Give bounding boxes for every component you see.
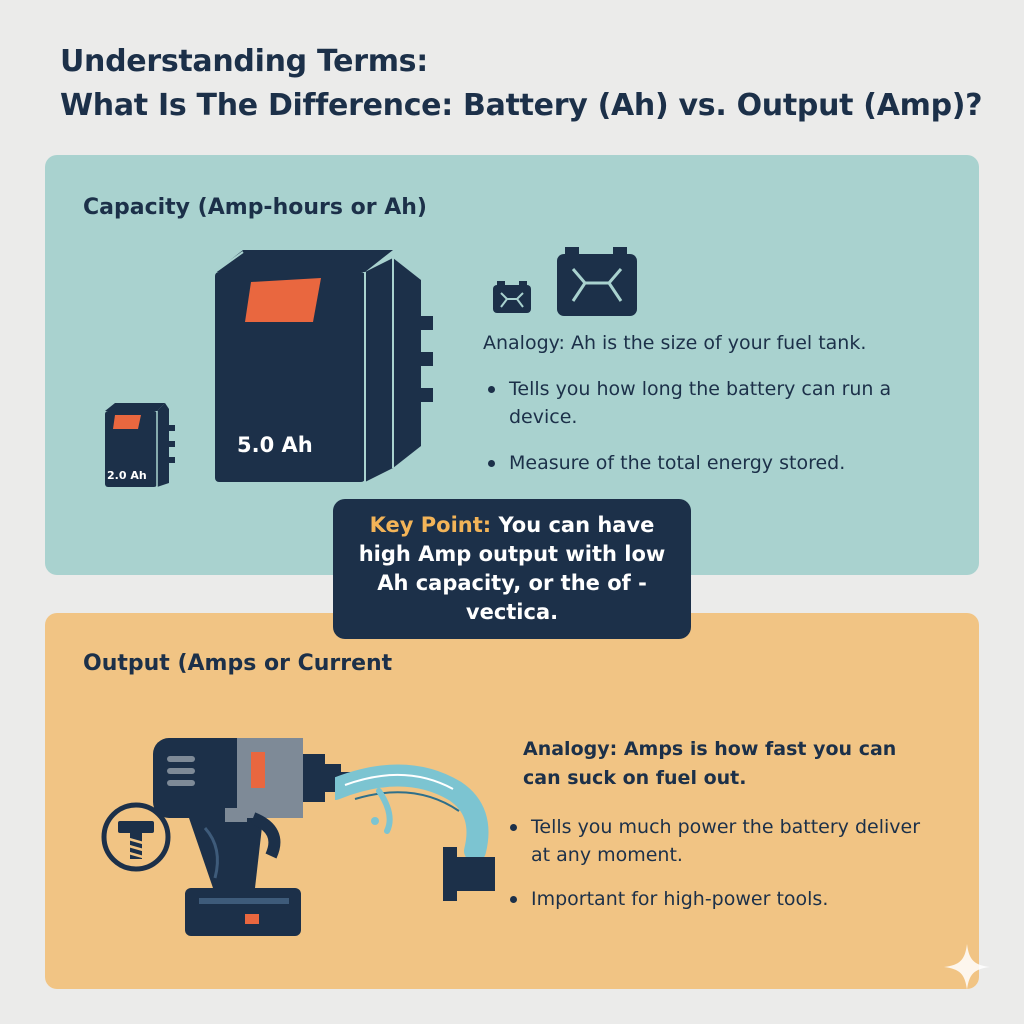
capacity-heading: Capacity (Amp-hours or Ah) — [83, 195, 427, 220]
output-heading: Output (Amps or Current — [83, 651, 393, 676]
key-point-text: You can have high Amp output with low Ah… — [358, 513, 666, 624]
sparkle-icon — [944, 944, 990, 990]
drill-icon — [153, 738, 363, 936]
list-item: Measure of the total energy stored. — [483, 449, 923, 477]
page-title-line-1: Understanding Terms: — [60, 44, 428, 79]
battery-small-label: 2.0 Ah — [107, 469, 147, 482]
water-hose-icon — [335, 764, 495, 901]
output-panel: Output (Amps or Current Analogy — [45, 613, 979, 989]
car-battery-large-icon — [557, 247, 637, 316]
battery-large-label: 5.0 Ah — [237, 433, 313, 457]
capacity-analogy: Analogy: Ah is the size of your fuel tan… — [483, 332, 867, 354]
list-item: Tells you how long the battery can run a… — [483, 375, 923, 431]
page-title-line-2: What Is The Difference: Battery (Ah) vs.… — [60, 88, 983, 123]
car-battery-small-icon — [493, 281, 531, 313]
battery-pack-small-icon — [105, 403, 175, 487]
capacity-bullets: Tells you how long the battery can run a… — [483, 375, 923, 495]
output-bullets: Tells you much power the battery deliver… — [505, 813, 945, 929]
key-point-callout: Key Point: You can have high Amp output … — [333, 499, 691, 639]
list-item: Tells you much power the battery deliver… — [505, 813, 945, 869]
key-point-label: Key Point: — [369, 513, 492, 537]
output-analogy: Analogy: Amps is how fast you can can su… — [523, 738, 897, 789]
battery-pack-large-icon — [215, 250, 433, 482]
list-item: Important for high-power tools. — [505, 885, 945, 913]
page-title: Understanding Terms: What Is The Differe… — [60, 40, 1000, 128]
bolt-icon — [101, 802, 171, 872]
